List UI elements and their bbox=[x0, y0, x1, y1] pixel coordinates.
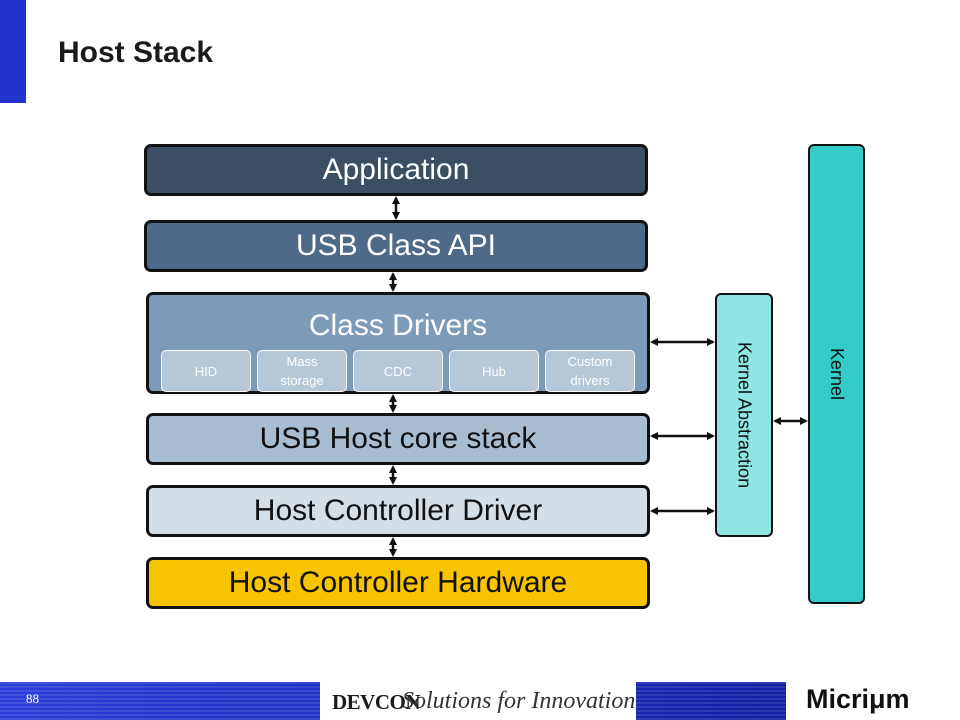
kernel-abstraction-box: Kernel Abstraction bbox=[715, 293, 773, 537]
slide-title: Host Stack bbox=[58, 36, 214, 69]
host-controller-hardware-label: Host Controller Hardware bbox=[228, 566, 568, 599]
host-controller-driver-layer: Host Controller Driver bbox=[146, 485, 650, 537]
driver-hid: HID bbox=[161, 350, 251, 392]
devcon-logo-panel bbox=[320, 682, 636, 720]
kernel-label: Kernel bbox=[827, 347, 847, 401]
kernel-abstraction-label: Kernel Abstraction bbox=[734, 341, 755, 489]
driver-cdc: CDC bbox=[353, 350, 443, 392]
application-label: Application bbox=[322, 153, 470, 186]
usb-class-api-layer: USB Class API bbox=[144, 220, 648, 272]
host-controller-hardware-layer: Host Controller Hardware bbox=[146, 557, 650, 609]
page-number: 88 bbox=[26, 691, 39, 706]
driver-mass-storage: Mass storage bbox=[257, 350, 347, 392]
devcon-brand: DEVCON bbox=[332, 690, 421, 714]
usb-host-core-layer: USB Host core stack bbox=[146, 413, 650, 465]
micrium-logo-panel bbox=[786, 682, 960, 720]
usb-host-core-label: USB Host core stack bbox=[259, 422, 537, 455]
class-drivers-label: Class Drivers bbox=[308, 309, 488, 342]
devcon-tagline: Solutions for Innovation bbox=[402, 688, 636, 714]
usb-class-api-label: USB Class API bbox=[295, 229, 497, 262]
kernel-box: Kernel bbox=[808, 144, 865, 604]
driver-custom: Custom drivers bbox=[545, 350, 635, 392]
title-accent-bar bbox=[0, 0, 26, 103]
application-layer: Application bbox=[144, 144, 648, 196]
micrium-logo: Micriμm bbox=[806, 684, 910, 714]
driver-hub: Hub bbox=[449, 350, 539, 392]
host-controller-driver-label: Host Controller Driver bbox=[253, 494, 543, 527]
